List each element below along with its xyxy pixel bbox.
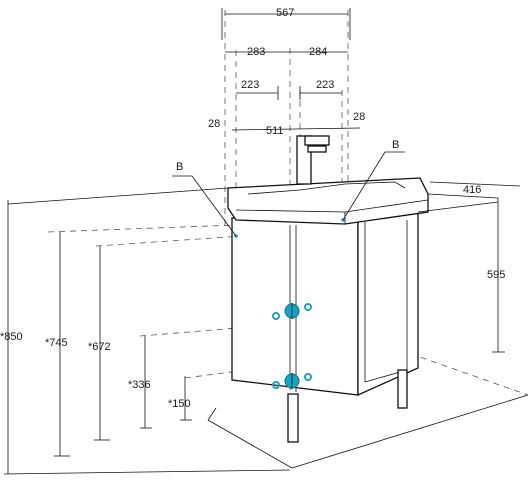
depth-dimension — [417, 181, 521, 213]
label-total-height: *850 — [0, 331, 23, 343]
faucet-spout — [307, 145, 327, 153]
cold-water-connection-icon — [272, 312, 280, 320]
label-offset-right: 28 — [353, 111, 365, 123]
cabinet — [231, 211, 419, 443]
label-h336: *336 — [128, 379, 151, 391]
callout-b-left: B — [176, 161, 183, 173]
dimension-labels: 567 283 284 223 223 28 28 511 416 595 *8… — [0, 7, 505, 410]
basin — [227, 177, 429, 225]
label-basin-width: 511 — [266, 125, 284, 137]
height-595-dimension — [492, 198, 505, 353]
label-inner-right: 223 — [316, 79, 334, 91]
label-offset-left: 28 — [208, 118, 220, 130]
label-h150: *150 — [168, 398, 191, 410]
label-overall-width: 567 — [276, 7, 294, 19]
callout-b-right: B — [392, 139, 399, 151]
faucet — [296, 135, 330, 185]
label-half-left: 283 — [247, 46, 265, 58]
hot-water-connection-icon — [304, 303, 312, 311]
label-cabinet-height: 595 — [487, 269, 505, 281]
label-h745: *745 — [45, 337, 68, 349]
label-h672: *672 — [88, 341, 111, 353]
faucet-handle — [304, 135, 330, 146]
label-depth: 416 — [463, 184, 481, 196]
label-inner-left: 223 — [241, 79, 259, 91]
connection-points — [234, 218, 345, 389]
top-dimensions — [221, 8, 361, 131]
front-leg — [287, 393, 299, 443]
callout-leaders — [172, 151, 405, 237]
lower-left-connection-icon — [272, 381, 280, 389]
side-leg — [397, 369, 408, 409]
left-height-dimensions — [3, 187, 291, 475]
lower-right-connection-icon — [304, 373, 312, 381]
label-half-right: 284 — [309, 46, 327, 58]
